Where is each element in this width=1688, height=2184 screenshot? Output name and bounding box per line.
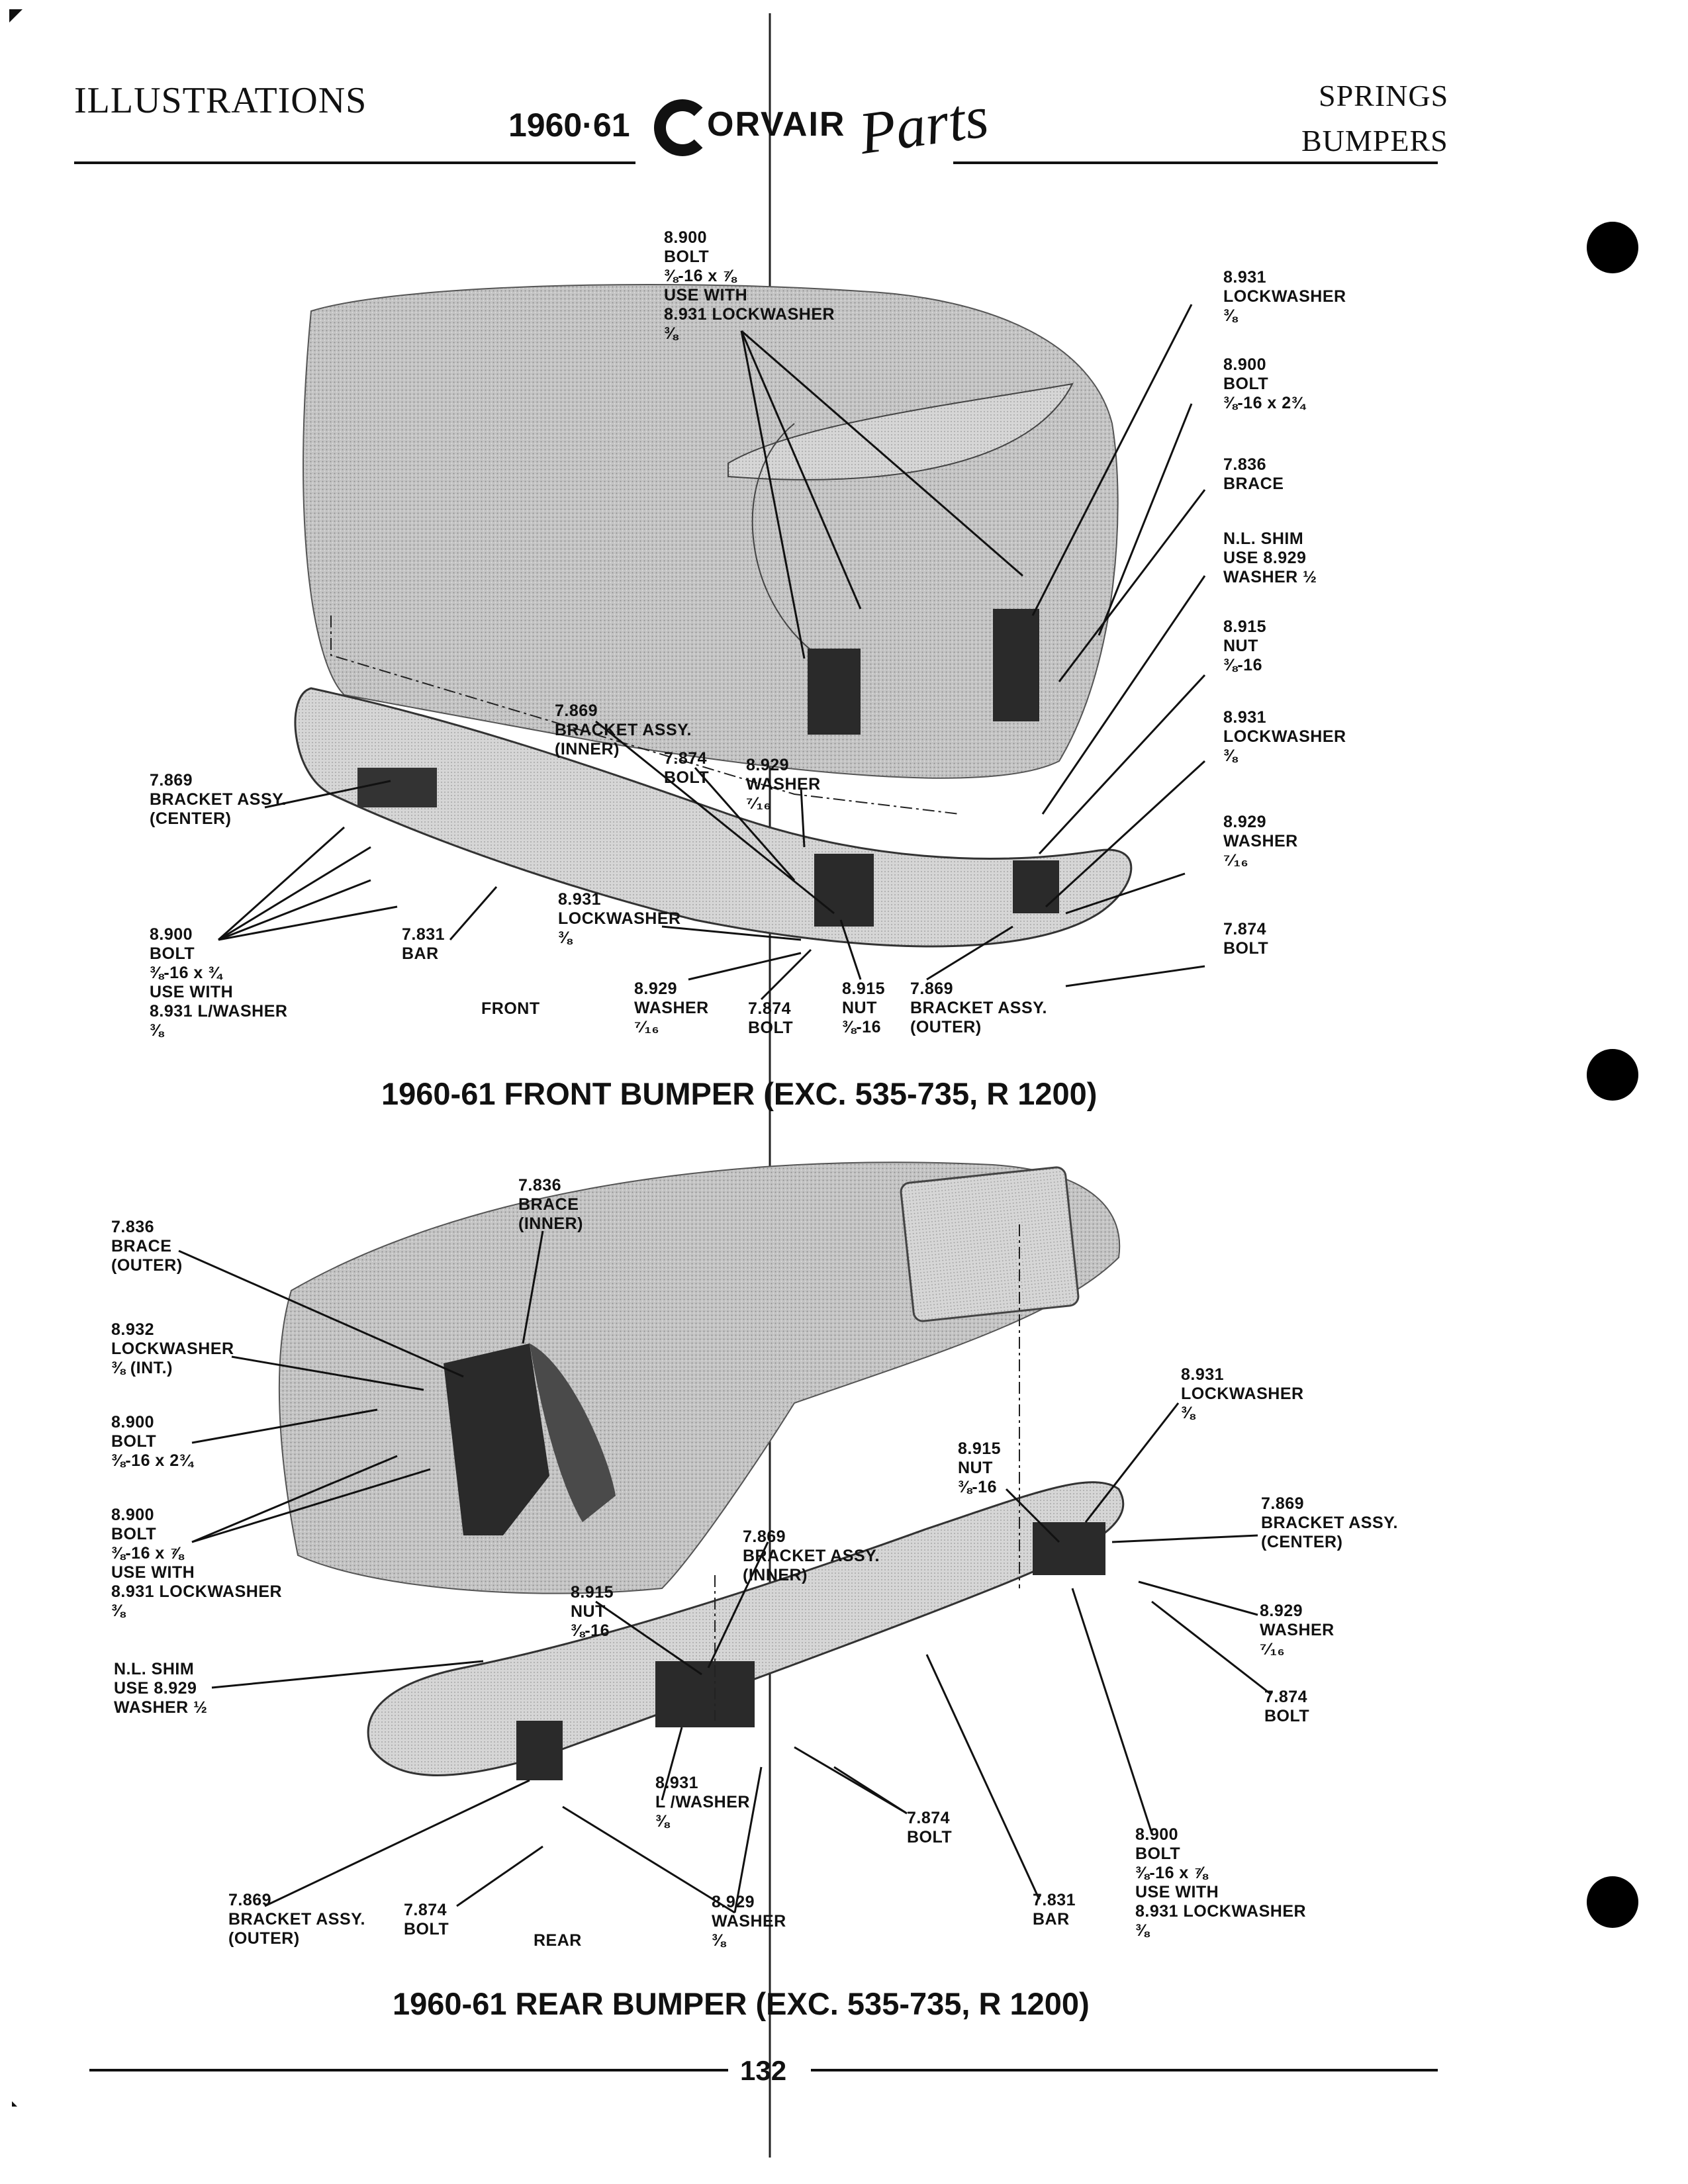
- rear-brace-outer: [444, 1343, 549, 1535]
- front-label-nut-right: 8.915 NUT ⅜-16: [1223, 617, 1267, 674]
- front-mount-left: [808, 649, 861, 735]
- section-title: ILLUSTRATIONS: [74, 80, 367, 121]
- front-fender-curve: [727, 383, 1074, 480]
- rear-label-brace-outer: 7.836 BRACE (OUTER): [111, 1218, 183, 1275]
- front-label-bracket-center: 7.869 BRACKET ASSY. (CENTER): [150, 771, 287, 828]
- binder-hole: [1587, 1049, 1638, 1101]
- rear-label-bolt-brace: 8.900 BOLT ⅜-16 x 2¾: [111, 1413, 194, 1470]
- category-springs: SPRINGS: [1319, 79, 1449, 113]
- front-label-bracket-outer: 7.869 BRACKET ASSY. (OUTER): [910, 979, 1047, 1036]
- front-label-brace: 7.836 BRACE: [1223, 455, 1284, 493]
- rear-label-bolt-lower-right: 8.900 BOLT ⅜-16 x ⅞ USE WITH 8.931 LOCKW…: [1135, 1825, 1307, 1940]
- corvair-c-logo: [654, 99, 711, 156]
- rear-label-bolt-lower: 7.874 BOLT: [404, 1901, 449, 1938]
- front-label-bolt-center: 7.874 BOLT: [664, 749, 710, 787]
- front-view-label: FRONT: [481, 999, 540, 1018]
- rear-label-bolt-center: 7.874 BOLT: [907, 1809, 953, 1846]
- binder-hole: [1587, 222, 1638, 273]
- rear-label-lwasher: 8.931 L /WASHER ⅜: [655, 1774, 750, 1831]
- front-body-panel: [303, 284, 1119, 779]
- front-label-washer-lower: 8.929 WASHER ⁷⁄₁₆: [634, 979, 709, 1036]
- rear-brace-inner: [530, 1343, 616, 1522]
- rear-label-lockwasher-int: 8.932 LOCKWASHER ⅜ (INT.): [111, 1320, 234, 1377]
- front-label-bar: 7.831 BAR: [402, 925, 445, 963]
- page-number: 132: [740, 2055, 787, 2086]
- rear-label-nut-center: 8.915 NUT ⅜-16: [571, 1583, 614, 1640]
- rear-label-shim: N.L. SHIM USE 8.929 WASHER ½: [114, 1660, 208, 1717]
- rear-bracket-outer: [516, 1721, 563, 1780]
- front-bracket-center: [357, 768, 437, 807]
- front-caption: 1960-61 FRONT BUMPER (EXC. 535-735, R 12…: [381, 1076, 1098, 1111]
- rear-label-washer-right: 8.929 WASHER ⁷⁄₁₆: [1260, 1602, 1335, 1659]
- rear-label-bolt-left: 8.900 BOLT ⅜-16 x ⅞ USE WITH 8.931 LOCKW…: [111, 1506, 283, 1620]
- front-label-lockwasher-upper: 8.931 LOCKWASHER ⅜: [1223, 268, 1346, 325]
- front-label-shim: N.L. SHIM USE 8.929 WASHER ½: [1223, 529, 1317, 586]
- front-label-bolt-right: 7.874 BOLT: [1223, 920, 1269, 958]
- front-guide-line: [330, 615, 961, 815]
- front-bumper-bar: [294, 687, 1133, 948]
- rear-label-bolt-right: 7.874 BOLT: [1264, 1688, 1310, 1725]
- rear-bumper-bar: [367, 1481, 1125, 1776]
- rear-caption: 1960-61 REAR BUMPER (EXC. 535-735, R 120…: [393, 1986, 1090, 2021]
- rear-label-bar: 7.831 BAR: [1033, 1891, 1076, 1929]
- front-wheel-arch: [751, 423, 828, 662]
- corner-mark: [9, 9, 23, 23]
- front-label-bolt-upper: 8.900 BOLT ⅜-16 x ⅞ USE WITH 8.931 LOCKW…: [664, 228, 835, 343]
- rear-label-bracket-inner: 7.869 BRACKET ASSY. (INNER): [743, 1527, 880, 1584]
- front-leader-lines: [217, 304, 1206, 1001]
- rear-label-washer-lower: 8.929 WASHER ⅜: [712, 1893, 786, 1950]
- corner-mark: [12, 2101, 17, 2107]
- binder-hole: [1587, 1876, 1638, 1928]
- rear-window: [900, 1166, 1080, 1322]
- rear-leader-lines: [178, 1230, 1272, 1914]
- front-label-bracket-inner: 7.869 BRACKET ASSY. (INNER): [555, 702, 692, 758]
- front-label-bolt-left: 8.900 BOLT ⅜-16 x ¾ USE WITH 8.931 L/WAS…: [150, 925, 288, 1040]
- front-bracket-outer: [1013, 860, 1059, 913]
- front-label-bolt-brace: 8.900 BOLT ⅜-16 x 2¾: [1223, 355, 1306, 412]
- category-bumpers: BUMPERS: [1301, 124, 1448, 158]
- model-years: 1960·61: [508, 107, 630, 144]
- rear-label-brace-inner: 7.836 BRACE (INNER): [518, 1176, 583, 1233]
- front-bracket-inner: [814, 854, 874, 927]
- rear-label-nut-right: 8.915 NUT ⅜-16: [958, 1439, 1002, 1496]
- rear-label-bracket-outer: 7.869 BRACKET ASSY. (OUTER): [228, 1891, 365, 1948]
- front-label-washer-center: 8.929 WASHER ⁷⁄₁₆: [746, 756, 821, 813]
- rear-label-lockwasher-right: 8.931 LOCKWASHER ⅜: [1181, 1365, 1304, 1422]
- front-label-lockwasher-right: 8.931 LOCKWASHER ⅜: [1223, 708, 1346, 765]
- front-label-washer-right: 8.929 WASHER ⁷⁄₁₆: [1223, 813, 1298, 870]
- brand-name: ORVAIR: [707, 105, 846, 144]
- rear-bracket-inner: [655, 1661, 755, 1727]
- rear-view-label: REAR: [534, 1931, 582, 1950]
- rear-guide-line: [714, 1224, 1020, 1721]
- rear-bracket-center: [1033, 1522, 1105, 1575]
- front-label-bolt-lower: 7.874 BOLT: [748, 999, 794, 1037]
- front-brace: [993, 609, 1039, 721]
- rear-label-bracket-center: 7.869 BRACKET ASSY. (CENTER): [1261, 1494, 1398, 1551]
- front-label-lockwasher-lower: 8.931 LOCKWASHER ⅜: [558, 890, 681, 947]
- front-label-nut-lower: 8.915 NUT ⅜-16: [842, 979, 886, 1036]
